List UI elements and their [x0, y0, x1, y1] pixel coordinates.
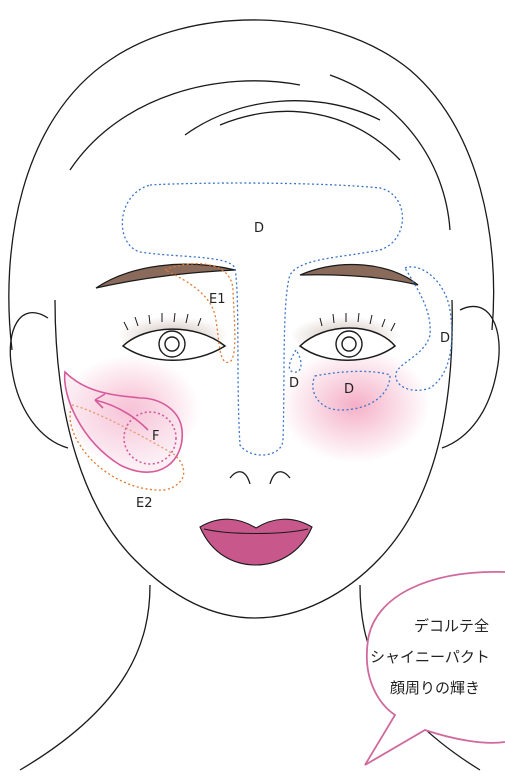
eyebrow-left: [96, 264, 235, 288]
zone-label-d-forehead: D: [254, 221, 264, 236]
speech-bubble: [365, 572, 505, 765]
zone-label-f: F: [152, 429, 159, 444]
nose: [230, 472, 290, 484]
zone-label-d-cheek-left: D: [289, 376, 299, 391]
lips: [200, 519, 312, 565]
hair-outline: [9, 20, 494, 350]
bubble-line-2: シャイニーパクト: [370, 648, 490, 666]
zone-label-e1: E1: [209, 292, 226, 307]
blush-right: [280, 347, 430, 463]
bubble-line-1: デコルテ全: [414, 617, 489, 635]
zone-label-d-cheek-right: D: [344, 382, 354, 397]
ear-right: [442, 306, 499, 448]
eyebrow-right: [300, 265, 418, 285]
bubble-line-3: 顔周りの輝き: [390, 679, 480, 697]
zone-label-d-temple: D: [440, 331, 450, 346]
zone-label-e2: E2: [136, 496, 153, 511]
